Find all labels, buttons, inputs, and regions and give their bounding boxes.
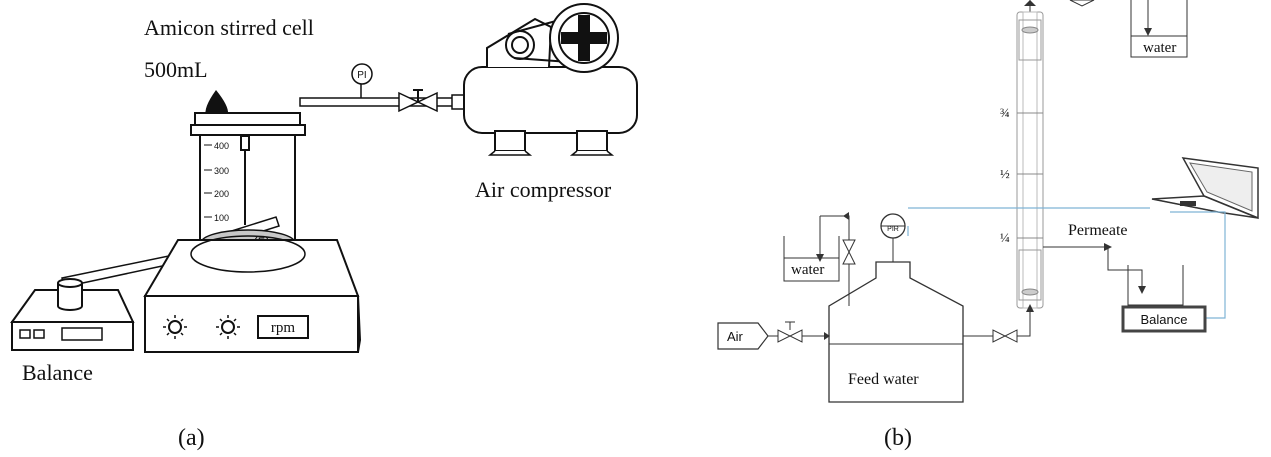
stirrer-coupling	[240, 135, 250, 151]
feed-tank: Feed water	[828, 261, 964, 403]
volume-scale: 400 300 200 100	[204, 141, 229, 223]
rpm-label: rpm	[271, 320, 295, 336]
cell-wall	[199, 135, 296, 254]
air-label: Air	[727, 329, 744, 344]
panel-a: Amicon stirred cell 500mL (5) 400 300 20…	[10, 3, 638, 451]
balance-a	[10, 278, 135, 351]
sun-knob-icon	[163, 315, 187, 339]
scale-200: 200	[214, 189, 229, 199]
stirrer-body	[144, 295, 359, 353]
water-beaker-top: water	[1130, 0, 1188, 58]
cell-label-line2: 500mL	[144, 57, 208, 82]
feed-water-label: Feed water	[848, 371, 919, 388]
valve-icon	[1003, 329, 1018, 343]
water-left-label: water	[791, 262, 824, 278]
water-top-label: water	[1143, 40, 1176, 56]
caption-a: (a)	[178, 425, 205, 451]
scale-100: 100	[214, 213, 229, 223]
air-inlet	[717, 322, 769, 350]
caption-b: (b)	[884, 425, 912, 451]
pressure-indicator-label: PI	[357, 70, 366, 81]
valve-icon	[842, 250, 856, 265]
stirrer-top	[143, 239, 360, 297]
permeate-beaker	[1127, 265, 1184, 306]
collection-beaker	[57, 283, 83, 311]
feed-line	[963, 308, 1031, 337]
magnetic-stirrer: rpm	[143, 235, 362, 353]
air-compressor	[463, 3, 638, 156]
gas-line: PI	[299, 63, 465, 113]
rpm-display	[257, 315, 309, 339]
compressor-tank	[463, 66, 638, 134]
cell-cap	[190, 124, 306, 136]
compressor-label: Air compressor	[475, 177, 612, 202]
scale-400: 400	[214, 141, 229, 151]
water-beaker-left: water	[783, 236, 840, 282]
laptop-icon	[1151, 157, 1259, 220]
cell-lid	[194, 112, 301, 126]
tick-1-4: ¼	[1000, 230, 1010, 245]
permeate-label: Permeate	[1068, 222, 1128, 239]
membrane-column: ¾ ½ ¼	[1000, 11, 1044, 309]
pressure-indicator	[351, 63, 373, 85]
balance-b	[1121, 305, 1207, 333]
signal-lines	[907, 207, 1226, 319]
balance-label-b: Balance	[1141, 312, 1188, 327]
panel-b: water ¾ ½ ¼	[717, 0, 1259, 451]
valve-icon	[398, 91, 420, 113]
pir-label: PIR	[887, 226, 899, 233]
cell-label-line1: Amicon stirred cell	[144, 15, 314, 40]
valve-icon	[788, 329, 803, 343]
sun-knob-icon	[216, 315, 240, 339]
tick-1-2: ½	[1000, 166, 1010, 181]
scale-300: 300	[214, 166, 229, 176]
tick-3-4: ¾	[1000, 105, 1010, 120]
balance-label-a: Balance	[22, 360, 93, 385]
